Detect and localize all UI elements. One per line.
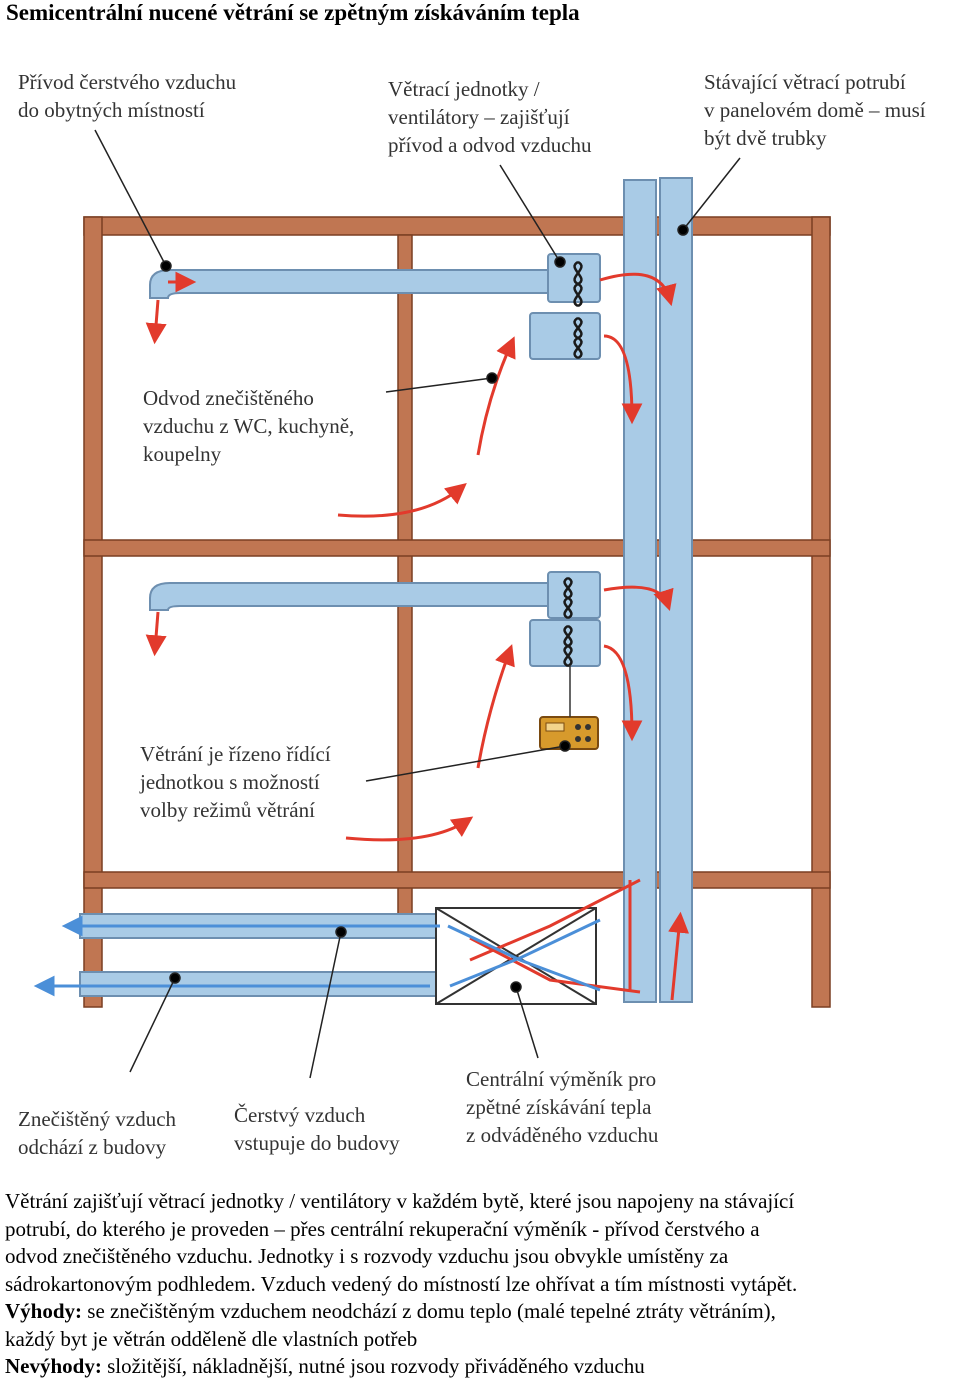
label-control: Větrání je řízeno řídící jednotkou s mož… [140,742,331,822]
description: Větrání zajišťují větrací jednotky / ven… [5,1188,797,1381]
label-ducts: Stávající větrací potrubí v panelovém do… [704,70,926,150]
building-frame [83,216,831,1008]
cold-arrows [33,915,601,997]
control-unit [539,665,599,750]
page-title: Semicentrální nucené větrání se zpětným … [6,0,580,25]
label-exchanger: Centrální výměník pro zpětné získávání t… [466,1067,659,1147]
ventilation-diagram [33,129,831,1079]
fan-icon [563,260,583,668]
label-fresh: Čerstvý vzduch vstupuje do budovy [234,1103,400,1155]
cons-line: Nevýhody: složitější, nákladnější, nutné… [5,1354,645,1378]
label-supply: Přívod čerstvého vzduchu do obytných mís… [18,70,237,122]
label-polluted: Znečištěný vzduch odchází z budovy [18,1107,177,1159]
pros-line: Výhody: se znečištěným vzduchem neodcház… [5,1299,776,1323]
label-exhaust: Odvod znečištěného vzduchu z WC, kuchyně… [143,386,355,466]
label-units: Větrací jednotky / ventilátory – zajišťu… [388,77,592,157]
leader-lines [94,129,741,1079]
